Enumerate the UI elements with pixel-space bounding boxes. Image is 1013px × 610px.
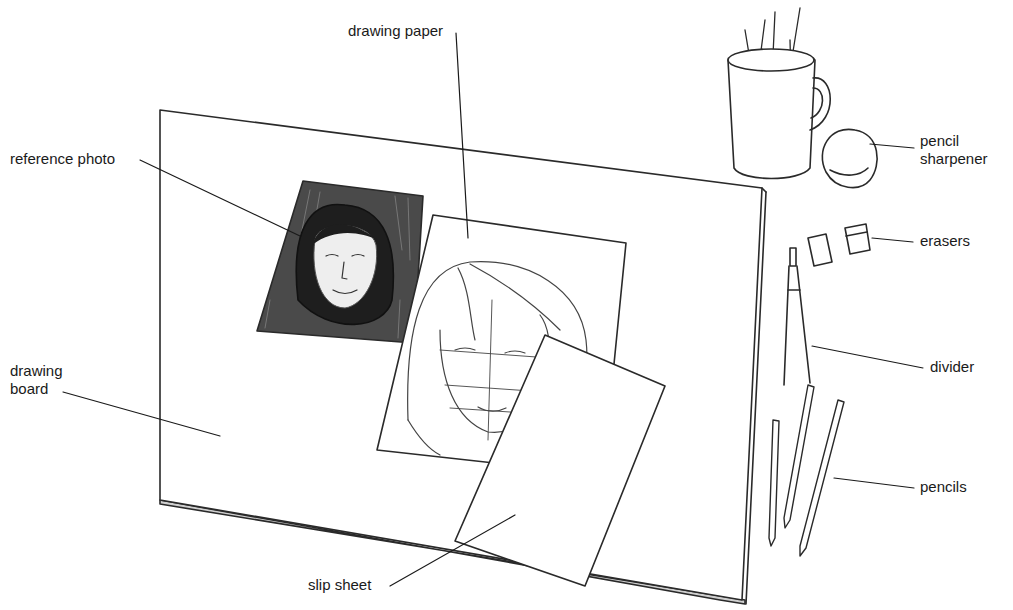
slip-sheet	[455, 335, 665, 586]
board-side	[746, 192, 766, 604]
leader-line	[63, 33, 923, 586]
divider-tool	[784, 248, 810, 385]
drawing-board	[160, 110, 762, 600]
reference-photo	[257, 181, 423, 343]
pencil	[769, 385, 844, 556]
part-label: drawing paper	[348, 22, 443, 40]
eraser	[845, 224, 870, 254]
photo-features	[326, 255, 364, 294]
photo-bangs	[312, 224, 378, 245]
photo-hair	[296, 204, 393, 324]
part-label: drawing board	[10, 362, 78, 398]
eraser	[808, 234, 832, 266]
part-label: divider	[930, 358, 974, 376]
part-label: reference photo	[10, 150, 115, 168]
sharpener-edge	[830, 168, 868, 175]
mug-rim	[728, 49, 814, 71]
eraser-edge	[846, 232, 867, 236]
part-label: erasers	[920, 232, 970, 250]
photo-hatching	[265, 190, 410, 338]
pencil-sharpener	[822, 129, 877, 187]
mug-handle-inner	[811, 88, 823, 118]
part-label: slip sheet	[308, 576, 371, 594]
mug-handle	[810, 78, 830, 130]
part-label: pencil sharpener	[920, 132, 1002, 168]
board-side	[762, 188, 766, 192]
part-label: pencils	[920, 478, 967, 496]
